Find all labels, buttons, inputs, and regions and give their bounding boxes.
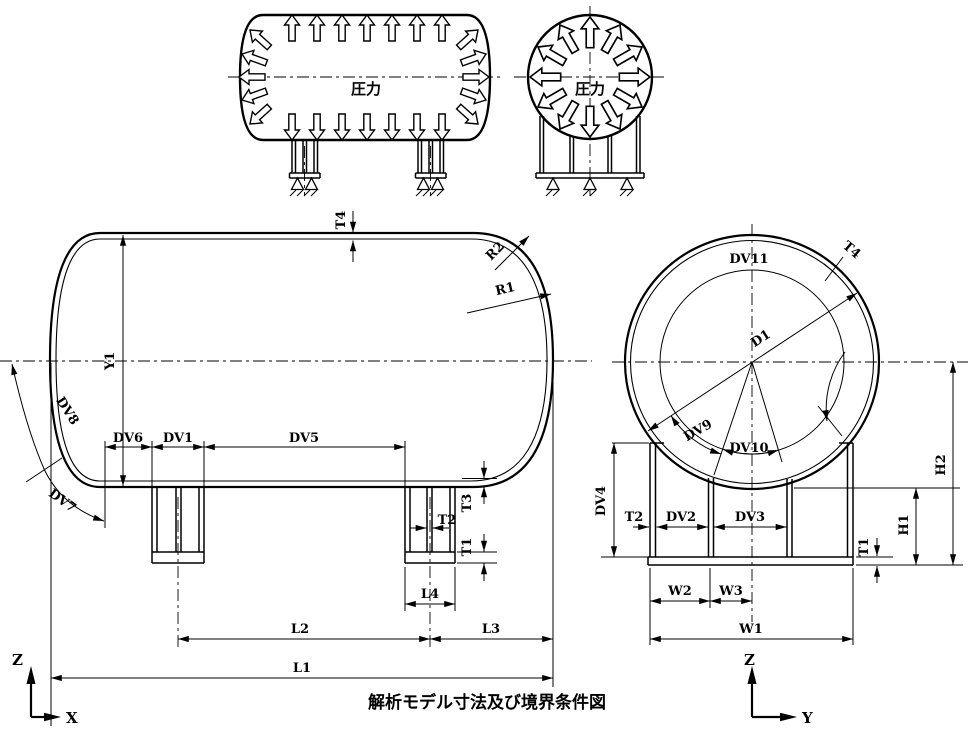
support-structure xyxy=(151,487,456,648)
shell-outer-circle xyxy=(623,233,881,491)
dim-label-w2: W2 xyxy=(667,584,692,599)
dim-label-dv5: DV5 xyxy=(289,431,319,446)
dim-label-w1: W1 xyxy=(738,622,763,637)
dim-label-dv10: DV10 xyxy=(729,441,768,456)
pin-support-icon xyxy=(289,176,445,197)
dim-label-r1: R1 xyxy=(494,280,517,299)
y-axis-arrow-icon xyxy=(780,712,797,722)
dim-label-dv4: DV4 xyxy=(594,486,609,516)
drawing-caption: 解析モデル寸法及び境界条件図 xyxy=(368,692,606,713)
dim-label-dv11: DV11 xyxy=(729,252,768,267)
z-axis-arrow-icon xyxy=(747,666,757,684)
dim-label-l2: L2 xyxy=(291,622,309,637)
dim-label-t3: T3 xyxy=(460,494,475,513)
dimensions: Y1 T4 R2 R1 DV8 DV7 DV6 DV1 DV5 T3 xyxy=(11,211,554,726)
axis-label-y: Y xyxy=(801,709,813,727)
pressure-label: 圧力 xyxy=(575,80,605,98)
dim-label-l3: L3 xyxy=(482,622,500,637)
tank-end-outline xyxy=(526,13,654,141)
dim-label-dv6: DV6 xyxy=(113,431,143,446)
dim-label-dv2: DV2 xyxy=(666,510,696,525)
shell-inner-circle xyxy=(629,239,875,485)
coordinate-axes-left: Z X xyxy=(12,651,78,727)
dim-label-l1: L1 xyxy=(293,661,311,676)
tank-outline xyxy=(238,13,492,142)
axis-label-z: Z xyxy=(744,651,755,669)
side-view: Y1 T4 R2 R1 DV8 DV7 DV6 DV1 DV5 T3 xyxy=(0,211,592,726)
dim-label-t2: T2 xyxy=(625,510,644,525)
dim-label-t4: T4 xyxy=(334,211,349,230)
dim-label-y1: Y1 xyxy=(103,352,118,371)
dim-label-t1: T1 xyxy=(460,538,475,557)
axis-label-x: X xyxy=(66,709,78,727)
end-view: DV11 T4 D1 DV9 DV10 DV4 T2 DV2 xyxy=(594,224,968,645)
dim-label-h1: H1 xyxy=(897,514,912,535)
support-structure xyxy=(535,116,645,197)
dim-label-t2: T2 xyxy=(438,513,457,528)
support-structure xyxy=(647,442,854,566)
support-structure xyxy=(288,140,447,197)
loaded-side-view: 圧力 xyxy=(228,13,502,197)
loaded-end-view: 圧力 xyxy=(514,6,667,197)
dim-label-t1: T1 xyxy=(857,538,872,557)
dim-label-w3: W3 xyxy=(718,584,743,599)
coordinate-axes-right: Z Y xyxy=(744,651,813,727)
pressure-label: 圧力 xyxy=(351,80,381,98)
tank-outline-outer xyxy=(48,231,555,489)
dim-label-h2: H2 xyxy=(934,454,949,475)
pin-support-icon xyxy=(545,176,635,197)
x-axis-arrow-icon xyxy=(44,712,61,722)
axis-label-z: Z xyxy=(12,651,23,669)
dim-label-l4: L4 xyxy=(421,587,439,602)
dim-label-dv1: DV1 xyxy=(163,431,193,446)
dim-label-dv3: DV3 xyxy=(735,510,765,525)
tank-outline-inner xyxy=(55,238,548,482)
z-axis-arrow-icon xyxy=(26,666,36,684)
